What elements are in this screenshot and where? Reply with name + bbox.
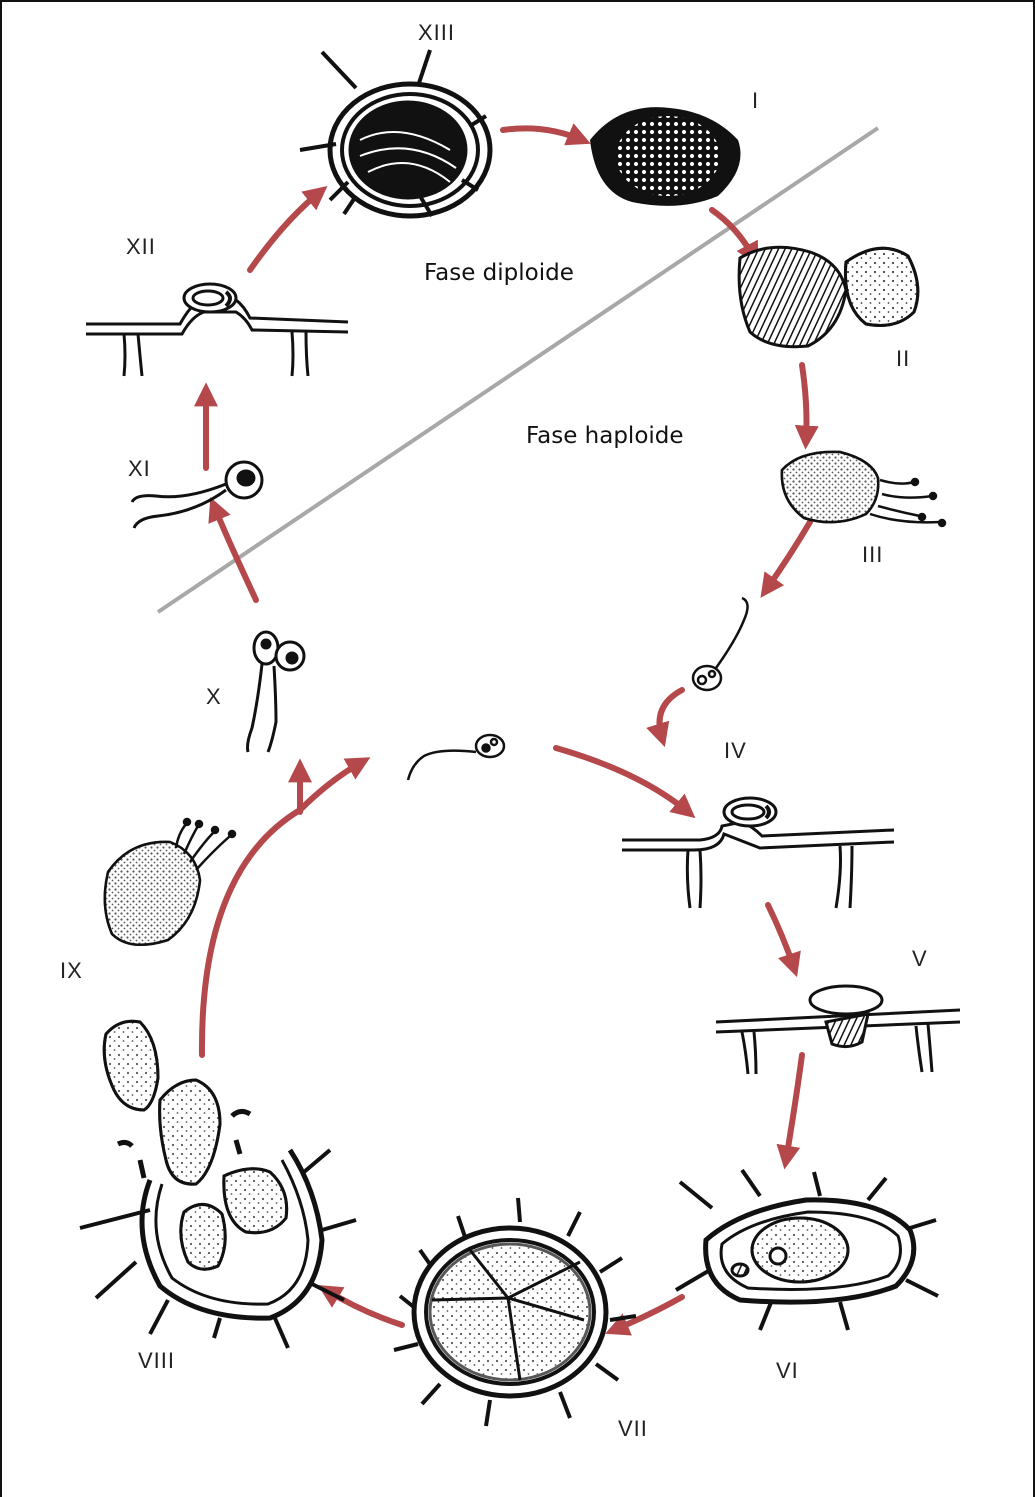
stage-XI-motile-zygote xyxy=(132,462,262,528)
arrow-XIII-to-I xyxy=(503,128,582,140)
stage-label-IV: IV xyxy=(724,740,747,762)
arrow-IV-to-V xyxy=(768,905,794,968)
stage-III-zoospore-release xyxy=(782,452,945,526)
stage-V-penetration xyxy=(716,986,960,1074)
stage-IV-encysted-zoospore xyxy=(622,798,894,908)
stage-label-IX: IX xyxy=(60,960,83,982)
stage-label-V: V xyxy=(912,948,928,970)
arrow-VIII-to-swarmer xyxy=(202,762,362,1055)
stage-label-XIII: XIII xyxy=(418,22,455,44)
stage-II-germinating-sporangium xyxy=(739,247,918,347)
stage-label-XII: XII xyxy=(126,236,156,258)
phase-divider-line xyxy=(158,128,878,612)
arrow-XII-to-XIII xyxy=(250,192,320,270)
stage-label-I: I xyxy=(752,90,759,112)
stage-label-III: III xyxy=(862,544,883,566)
stage-VI-thallus-in-host xyxy=(676,1170,938,1330)
arrow-swarmer-to-IV xyxy=(556,748,688,812)
stage-label-VII: VII xyxy=(618,1418,648,1440)
stage-VII-cleaved-sporangium xyxy=(394,1198,636,1426)
arrow-V-to-VI xyxy=(786,1055,802,1160)
arrow-III-to-IV-zoospore xyxy=(766,522,810,590)
arrow-VI-to-VII xyxy=(614,1297,682,1330)
phase-label-haploid: Fase haploide xyxy=(526,425,684,448)
phase-label-diploid: Fase diploide xyxy=(424,262,574,285)
stage-label-X: X xyxy=(206,686,222,708)
stage-VIII-open-sporangium xyxy=(80,1021,356,1348)
stage-label-II: II xyxy=(896,348,910,370)
stage-X-gamete-fusion xyxy=(248,632,305,752)
swarmer-center xyxy=(408,735,504,780)
arrow-X-to-XI xyxy=(214,506,256,600)
stage-label-VI: VI xyxy=(776,1360,799,1382)
stage-I-dark-sporangium xyxy=(590,107,741,206)
arrow-II-to-III xyxy=(802,365,807,440)
zoospore-single xyxy=(693,598,748,690)
arrow-zoospore-to-IV xyxy=(660,690,683,738)
stage-XII-encysted-zygote xyxy=(86,284,348,376)
stage-label-XI: XI xyxy=(128,458,151,480)
stage-XIII-resting-sporangium xyxy=(300,50,490,216)
stage-label-VIII: VIII xyxy=(138,1350,175,1372)
